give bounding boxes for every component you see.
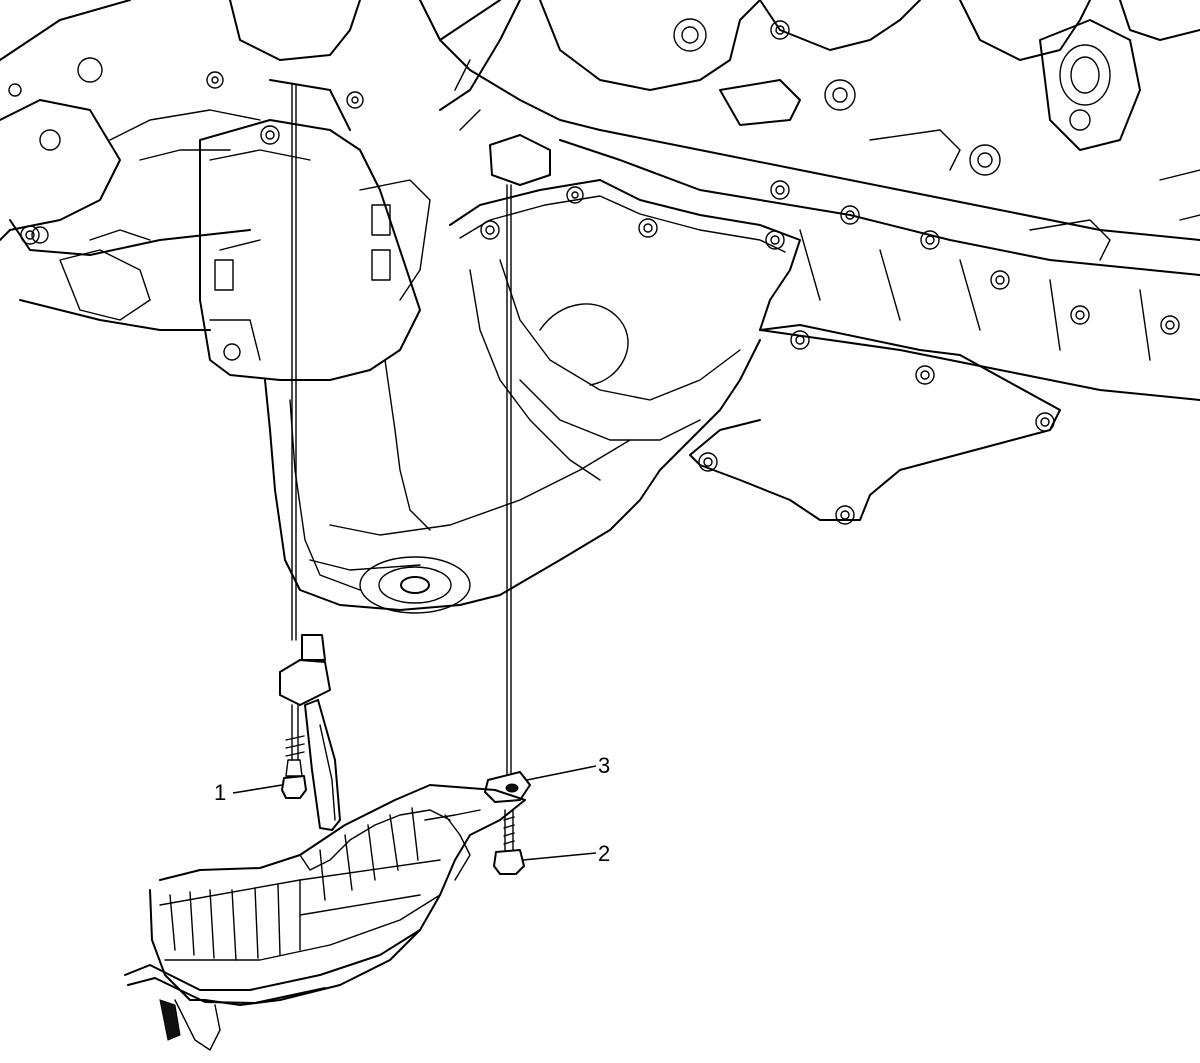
oil-pump-screen-assembly xyxy=(124,699,531,1051)
callout-label-3: 3 xyxy=(598,753,610,778)
oil-pan xyxy=(264,134,1061,614)
callout-2: 2 xyxy=(522,841,610,866)
engine-block xyxy=(0,0,1200,401)
callout-label-2: 2 xyxy=(598,841,610,866)
callout-label-1: 1 xyxy=(214,780,226,805)
block-bolts xyxy=(20,20,1180,350)
bolt-2 xyxy=(493,809,525,875)
callout-1: 1 xyxy=(214,780,283,805)
callout-3: 3 xyxy=(526,753,610,781)
stud-bolt-1 xyxy=(279,634,331,799)
